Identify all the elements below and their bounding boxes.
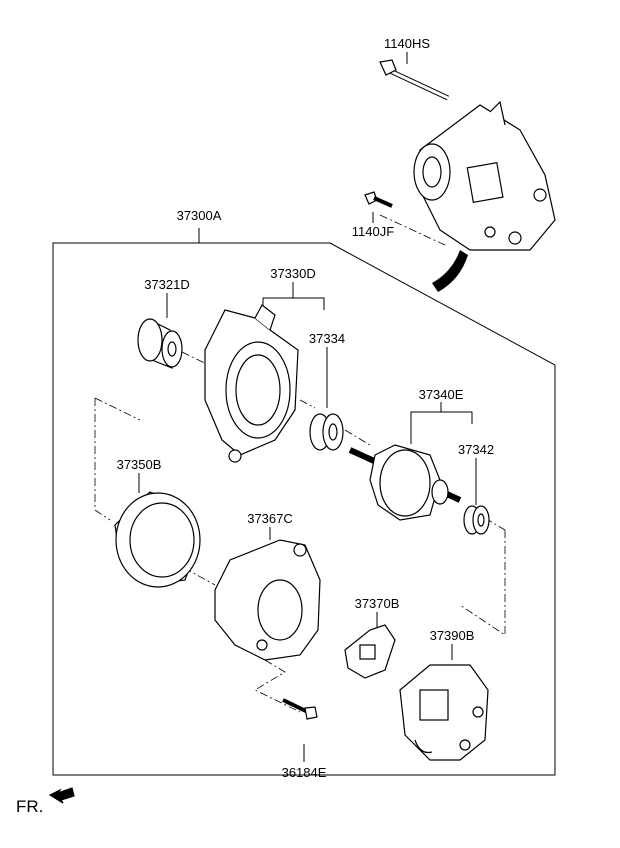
label-37330d: 37330D — [270, 266, 316, 281]
front-direction-label: FR. — [16, 797, 44, 816]
regulator-37370b — [344, 624, 396, 679]
bolt-36184e — [282, 698, 318, 720]
bolt-1140hs — [379, 59, 450, 101]
rotor-37340e — [348, 444, 462, 521]
label-36184e: 36184E — [281, 765, 327, 780]
pulley-37321d — [137, 318, 183, 369]
label-1140hs: 1140HS — [383, 36, 431, 51]
bearing-37342 — [463, 505, 490, 535]
assembly-arrow — [432, 250, 468, 292]
label-37334: 37334 — [308, 331, 346, 346]
front-direction-arrow — [48, 787, 75, 804]
assembly-frame — [52, 242, 556, 776]
label-37390b: 37390B — [429, 628, 475, 643]
front-bracket-37330d — [204, 304, 299, 463]
label-37300a: 37300A — [176, 208, 222, 223]
label-37350b: 37350B — [116, 457, 162, 472]
label-37370b: 37370B — [354, 596, 400, 611]
stator-37350b — [114, 491, 201, 588]
label-37321d: 37321D — [144, 277, 190, 292]
alternator-assembly — [413, 100, 556, 251]
rear-cover-37390b — [399, 664, 489, 761]
label-37367c: 37367C — [247, 511, 293, 526]
rear-bracket-37367c — [214, 539, 321, 661]
bearing-37334 — [309, 413, 344, 451]
label-1140jf: 1140JF — [351, 224, 395, 239]
label-37342: 37342 — [457, 442, 495, 457]
bolt-1140jf — [364, 191, 393, 208]
label-37340e: 37340E — [418, 387, 464, 402]
